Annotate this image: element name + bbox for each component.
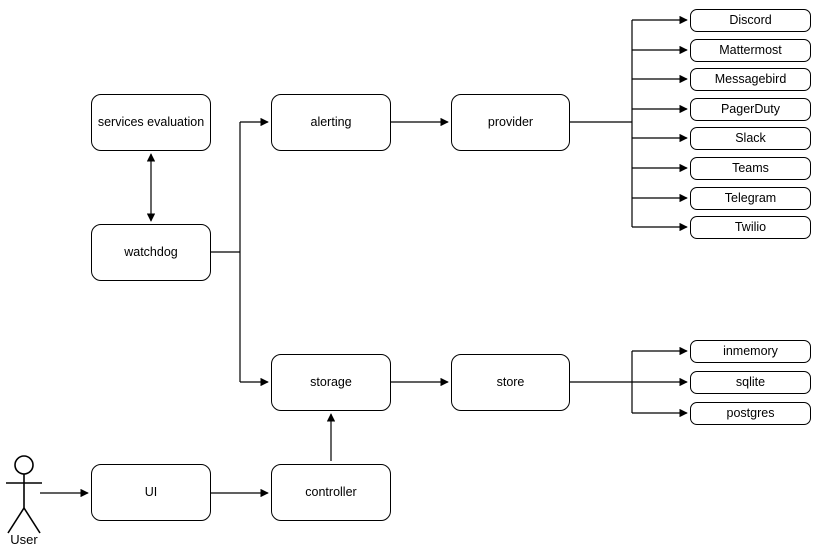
node-provider-telegram[interactable]: Telegram bbox=[690, 187, 811, 210]
node-label: Mattermost bbox=[719, 42, 782, 57]
node-store-sqlite[interactable]: sqlite bbox=[690, 371, 811, 394]
node-label: Messagebird bbox=[714, 71, 787, 86]
node-label: postgres bbox=[726, 405, 775, 420]
node-provider-slack[interactable]: Slack bbox=[690, 127, 811, 150]
node-storage[interactable]: storage bbox=[271, 354, 391, 411]
node-label: PagerDuty bbox=[720, 101, 781, 116]
node-store[interactable]: store bbox=[451, 354, 570, 411]
edge-provider-fanout bbox=[570, 15, 688, 232]
node-label: Discord bbox=[729, 12, 772, 27]
node-provider[interactable]: provider bbox=[451, 94, 570, 151]
user-actor-icon bbox=[6, 455, 42, 534]
node-services-evaluation[interactable]: services evaluation bbox=[91, 94, 211, 151]
node-provider-discord[interactable]: Discord bbox=[690, 9, 811, 32]
node-label: services evaluation bbox=[97, 114, 205, 129]
node-provider-messagebird[interactable]: Messagebird bbox=[690, 68, 811, 91]
node-controller[interactable]: controller bbox=[271, 464, 391, 521]
node-label: provider bbox=[487, 114, 534, 129]
node-label: watchdog bbox=[124, 244, 178, 259]
node-label: Teams bbox=[732, 160, 769, 175]
node-provider-pagerduty[interactable]: PagerDuty bbox=[690, 98, 811, 121]
node-label: UI bbox=[144, 484, 158, 499]
node-provider-twilio[interactable]: Twilio bbox=[690, 216, 811, 239]
node-watchdog[interactable]: watchdog bbox=[91, 224, 211, 281]
node-label: sqlite bbox=[735, 374, 766, 389]
node-label: alerting bbox=[310, 114, 352, 129]
node-label: storage bbox=[310, 374, 352, 389]
user-actor-label: User bbox=[10, 532, 38, 547]
node-label: Telegram bbox=[724, 190, 777, 205]
edge-store-fanout bbox=[570, 346, 688, 418]
node-provider-mattermost[interactable]: Mattermost bbox=[690, 39, 811, 62]
node-alerting[interactable]: alerting bbox=[271, 94, 391, 151]
node-label: Slack bbox=[735, 130, 766, 145]
node-ui[interactable]: UI bbox=[91, 464, 211, 521]
node-store-postgres[interactable]: postgres bbox=[690, 402, 811, 425]
node-label: inmemory bbox=[723, 343, 778, 358]
node-provider-teams[interactable]: Teams bbox=[690, 157, 811, 180]
node-label: controller bbox=[305, 484, 357, 499]
edge-watchdog-trunk bbox=[211, 122, 241, 382]
node-label: Twilio bbox=[734, 219, 767, 234]
node-label: store bbox=[496, 374, 525, 389]
node-store-inmemory[interactable]: inmemory bbox=[690, 340, 811, 363]
